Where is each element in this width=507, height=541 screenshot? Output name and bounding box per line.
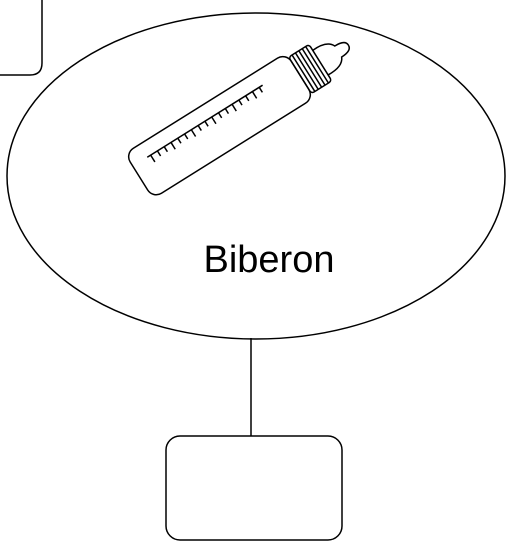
center-node: Biberon bbox=[6, 12, 506, 340]
bottom-node bbox=[165, 435, 343, 541]
baby-bottle-icon bbox=[127, 41, 351, 196]
center-node-label: Biberon bbox=[204, 239, 335, 281]
top-left-box bbox=[0, 0, 43, 76]
center-node-ellipse bbox=[6, 12, 506, 340]
